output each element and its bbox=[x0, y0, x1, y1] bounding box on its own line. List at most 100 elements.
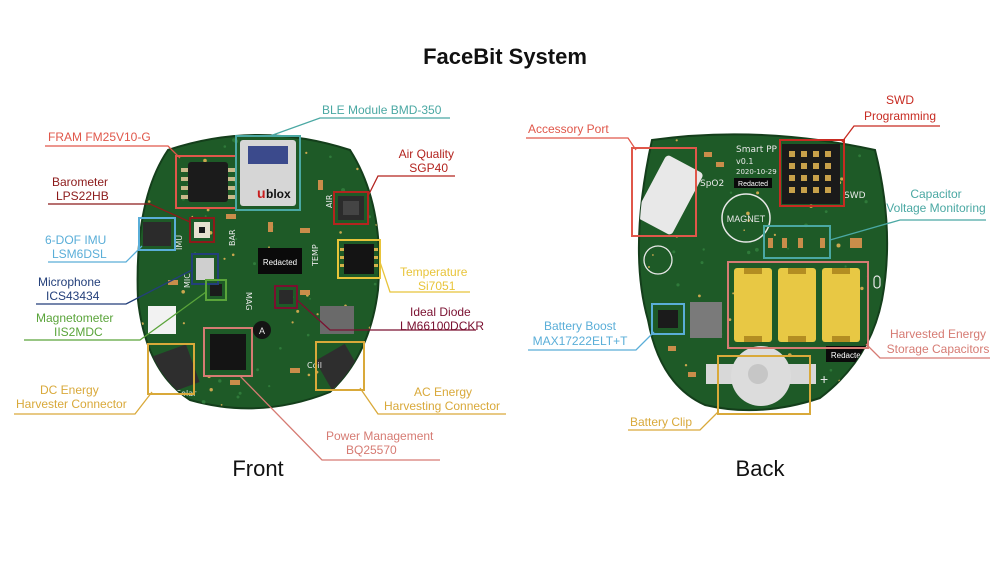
front-components: u blox Redacted bbox=[141, 135, 378, 406]
via-dot bbox=[306, 333, 310, 337]
harv-leader bbox=[865, 343, 990, 359]
dc-label-2: Harvester Connector bbox=[16, 397, 127, 411]
mic-label-2: ICS43434 bbox=[46, 289, 100, 303]
fram-leader bbox=[45, 145, 181, 159]
silk-imu: IMU bbox=[175, 235, 184, 250]
via-dot bbox=[698, 294, 701, 298]
accessory-port-connector bbox=[638, 155, 703, 235]
front-redacted-box bbox=[258, 248, 302, 274]
via-dot bbox=[824, 210, 828, 214]
via-dot bbox=[181, 290, 185, 294]
via-dot bbox=[860, 286, 864, 291]
silk-mag: MAG bbox=[244, 292, 253, 310]
microphone-chip bbox=[196, 258, 214, 280]
via-dot bbox=[147, 154, 151, 157]
acc-highlight bbox=[631, 147, 697, 237]
via-dot bbox=[702, 248, 705, 251]
via-dot bbox=[844, 265, 847, 268]
via-dot bbox=[339, 231, 342, 234]
via-dot bbox=[147, 160, 150, 163]
silk-mic: MIC bbox=[183, 273, 192, 288]
via-dot bbox=[879, 328, 883, 333]
swd-pin bbox=[789, 163, 795, 169]
via-dot bbox=[787, 247, 789, 250]
via-dot bbox=[218, 379, 222, 383]
back-leaders bbox=[526, 125, 990, 431]
dc-label-1: DC Energy bbox=[40, 383, 99, 397]
via-dot bbox=[201, 400, 206, 404]
via-dot bbox=[858, 154, 861, 158]
ublox-mark: u bbox=[257, 185, 266, 201]
silk-bar: BAR bbox=[228, 229, 237, 246]
silk-swd: SWD bbox=[844, 191, 866, 201]
harv-highlight bbox=[727, 261, 869, 349]
ac-leader bbox=[359, 387, 506, 415]
dc-highlight bbox=[147, 343, 195, 395]
swd-pin bbox=[825, 187, 831, 193]
via-dot bbox=[186, 183, 189, 185]
ac-highlight bbox=[315, 341, 365, 391]
via-dot bbox=[732, 292, 735, 295]
baro-label-1: Barometer bbox=[52, 175, 108, 189]
diode-highlight bbox=[274, 285, 298, 309]
diagram-title: FaceBit System bbox=[423, 44, 587, 69]
pm-label-1: Power Management bbox=[326, 429, 434, 443]
via-dot bbox=[268, 385, 271, 388]
baro-label-2: LPS22HB bbox=[56, 189, 109, 203]
silk-air: AIR bbox=[325, 194, 334, 208]
front-label: Front bbox=[232, 456, 283, 481]
cap-leader bbox=[829, 219, 986, 241]
diode-leader bbox=[296, 299, 476, 331]
via-dot bbox=[206, 208, 210, 212]
fram-pins bbox=[181, 168, 235, 199]
via-dot bbox=[747, 250, 751, 255]
swd-leader bbox=[841, 125, 940, 143]
via-dot bbox=[864, 200, 868, 204]
silk-smart-pp: Smart PP bbox=[736, 145, 778, 155]
via-dot bbox=[307, 373, 311, 377]
via-dot bbox=[755, 247, 759, 252]
silk-version: v0.1 bbox=[736, 157, 753, 166]
swd-pins bbox=[789, 151, 831, 193]
via-dot bbox=[146, 400, 150, 404]
via-dot bbox=[836, 243, 841, 248]
pm-leader bbox=[239, 375, 440, 461]
swd-pin bbox=[813, 187, 819, 193]
clip-leader bbox=[628, 411, 719, 431]
imu-highlight bbox=[138, 217, 176, 251]
swd-pin bbox=[813, 163, 819, 169]
swd-pin bbox=[825, 175, 831, 181]
cap-highlight bbox=[763, 225, 831, 259]
swd-pin bbox=[789, 187, 795, 193]
swd-pin bbox=[789, 175, 795, 181]
swd-pin bbox=[801, 175, 807, 181]
silk-temp: TEMP bbox=[311, 244, 320, 267]
back-highlights bbox=[631, 139, 869, 415]
via-dot bbox=[773, 233, 777, 236]
ble-highlight bbox=[235, 135, 301, 211]
via-dot bbox=[829, 368, 833, 372]
boost-leader bbox=[528, 331, 655, 351]
via-dot bbox=[851, 404, 854, 406]
ideal-diode-chip bbox=[279, 290, 293, 304]
pm-label-2: BQ25570 bbox=[346, 443, 397, 457]
ble-label: BLE Module BMD-350 bbox=[322, 103, 442, 117]
mag-label-1: Magnetometer bbox=[36, 311, 113, 325]
clip-label: Battery Clip bbox=[630, 415, 692, 429]
harv-label-2: Storage Capacitors bbox=[887, 342, 990, 356]
via-dot bbox=[356, 167, 359, 171]
battery-boost-chip bbox=[658, 310, 678, 328]
via-dot bbox=[342, 144, 346, 147]
via-dot bbox=[864, 353, 867, 356]
swd-pin bbox=[801, 187, 807, 193]
ac-label-1: AC Energy bbox=[414, 385, 472, 399]
capacitor-tabs bbox=[744, 268, 850, 342]
temp-highlight bbox=[337, 239, 381, 279]
ble-leader bbox=[269, 117, 450, 137]
storage-capacitor-3 bbox=[822, 268, 860, 342]
imu-label-1: 6-DOF IMU bbox=[45, 233, 106, 247]
acc-label: Accessory Port bbox=[528, 122, 609, 136]
boost-label-1: Battery Boost bbox=[544, 319, 617, 333]
swd-highlight bbox=[779, 139, 845, 207]
